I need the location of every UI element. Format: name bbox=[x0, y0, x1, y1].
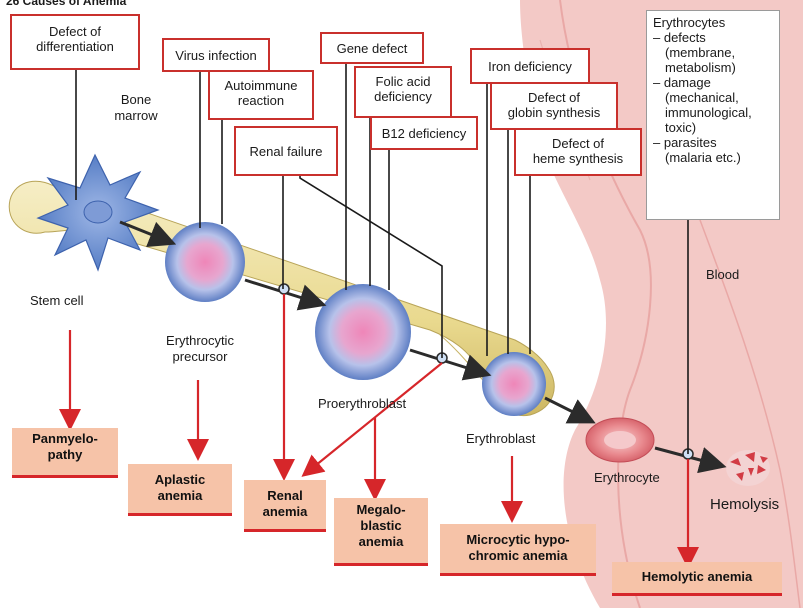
cause-autoimmune-reaction: Autoimmune reaction bbox=[208, 70, 314, 120]
erythrocyte-box-line: (malaria etc.) bbox=[653, 150, 773, 165]
erythrocyte-box-line: – defects bbox=[653, 30, 773, 45]
hemolysis-fragments bbox=[726, 450, 770, 486]
erythrocyte-causes-box: Erythrocytes – defects (membrane, metabo… bbox=[646, 10, 780, 220]
disease-hemolytic-anemia: Hemolytic anemia bbox=[612, 562, 782, 596]
stem-cell bbox=[38, 155, 158, 270]
bone-marrow-label: Bone marrow bbox=[104, 92, 168, 124]
cause-renal-failure: Renal failure bbox=[234, 126, 338, 176]
blood-label: Blood bbox=[706, 267, 739, 282]
disease-aplastic-anemia: Aplastic anemia bbox=[128, 464, 232, 516]
erythrocyte-box-line: – parasites bbox=[653, 135, 773, 150]
erythroblast-label: Erythroblast bbox=[466, 431, 535, 447]
erythrocyte-label: Erythrocyte bbox=[594, 470, 660, 486]
erythrocyte-cell bbox=[586, 418, 654, 462]
cause-folic-acid-deficiency: Folic acid deficiency bbox=[354, 66, 452, 118]
erythrocyte-box-title: Erythrocytes bbox=[653, 15, 773, 30]
proerythroblast-cell bbox=[315, 284, 411, 380]
erythrocyte-box-line: (mechanical, bbox=[653, 90, 773, 105]
erythroblast-cell bbox=[482, 352, 546, 416]
cause-virus-infection: Virus infection bbox=[162, 38, 270, 72]
cause-iron-deficiency: Iron deficiency bbox=[470, 48, 590, 84]
cause-defect-of-globin-synthesis: Defect of globin synthesis bbox=[490, 82, 618, 130]
cause-defect-of-differentiation: Defect of differentiation bbox=[10, 14, 140, 70]
cause-b12-deficiency: B12 deficiency bbox=[370, 116, 478, 150]
erythrocyte-box-line: toxic) bbox=[653, 120, 773, 135]
hemolysis-label: Hemolysis bbox=[710, 496, 779, 513]
erythrocytic-precursor-cell bbox=[165, 222, 245, 302]
cause-gene-defect: Gene defect bbox=[320, 32, 424, 64]
figure-header: 26 Causes of Anemia bbox=[6, 0, 126, 8]
proerythroblast-label: Proerythroblast bbox=[318, 396, 406, 412]
disease-panmyelopathy: Panmyelo- pathy bbox=[12, 428, 118, 478]
erythrocyte-box-line: (membrane, bbox=[653, 45, 773, 60]
disease-renal-anemia: Renal anemia bbox=[244, 480, 326, 532]
disease-megaloblastic-anemia: Megalo- blastic anemia bbox=[334, 498, 428, 566]
erythrocyte-box-line: metabolism) bbox=[653, 60, 773, 75]
erythrocytic-precursor-label: Erythrocytic precursor bbox=[150, 333, 250, 365]
erythrocyte-box-line: – damage bbox=[653, 75, 773, 90]
disease-microcytic-hypochromic-anemia: Microcytic hypo- chromic anemia bbox=[440, 524, 596, 576]
cause-defect-of-heme-synthesis: Defect of heme synthesis bbox=[514, 128, 642, 176]
stem-cell-label: Stem cell bbox=[30, 293, 83, 309]
erythrocyte-box-line: immunological, bbox=[653, 105, 773, 120]
